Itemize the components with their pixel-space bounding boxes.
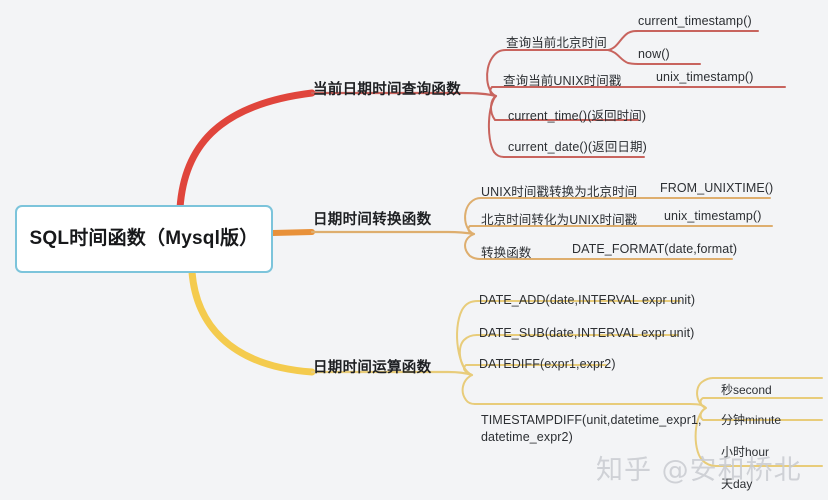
leaf-beijing-to-unix[interactable]: 北京时间转化为UNIX时间戳 — [481, 213, 638, 227]
leaf-current-date[interactable]: current_date()(返回日期) — [508, 140, 647, 154]
connector-yellow-item-4 — [461, 374, 476, 405]
leaf-current-time[interactable]: current_time()(返回时间) — [508, 109, 647, 123]
leaf-timestampdiff[interactable]: TIMESTAMPDIFF(unit,datetime_expr1, datet… — [481, 413, 702, 444]
connector-yellow-item-3 — [463, 364, 473, 376]
connector-yellow-nested-3 — [699, 407, 710, 421]
leaf-query-beijing-time[interactable]: 查询当前北京时间 — [506, 36, 607, 50]
connector-yellow-item-2 — [458, 334, 478, 376]
root-node[interactable]: SQL时间函数（Mysql版） — [15, 205, 273, 273]
connector-branch-orange-underline — [310, 230, 476, 236]
leaf-current-timestamp[interactable]: current_timestamp() — [638, 14, 752, 28]
leaf-unit-minute[interactable]: 分钟minute — [721, 413, 782, 427]
leaf-date-add[interactable]: DATE_ADD(date,INTERVAL expr unit) — [479, 293, 696, 307]
leaf-unix-timestamp-convert-value[interactable]: unix_timestamp() — [664, 209, 762, 223]
leaf-unit-second[interactable]: 秒second — [721, 383, 772, 397]
leaf-date-sub[interactable]: DATE_SUB(date,INTERVAL expr unit) — [479, 326, 695, 340]
connector-yellow-nested-2 — [699, 397, 710, 409]
leaf-datediff[interactable]: DATEDIFF(expr1,expr2) — [479, 357, 616, 371]
connector-root-to-branch-orange — [270, 229, 315, 236]
watermark: 知乎 @安和桥北 — [596, 455, 802, 486]
connector-orange-item-1 — [464, 197, 482, 235]
leaf-from-unixtime-value[interactable]: FROM_UNIXTIME() — [660, 181, 774, 195]
branch-label-datetime-arithmetic[interactable]: 日期时间运算函数 — [313, 360, 432, 376]
connector-yellow-nested-1 — [696, 377, 714, 409]
branch-label-datetime-convert[interactable]: 日期时间转换函数 — [313, 212, 432, 228]
leaf-now[interactable]: now() — [638, 47, 670, 61]
leaf-unit-hour[interactable]: 小时hour — [721, 445, 770, 459]
connector-root-to-branch-red — [176, 89, 316, 212]
leaf-unit-day[interactable]: 天day — [721, 477, 753, 491]
connector-red-item-3 — [490, 95, 503, 121]
branch-label-current-datetime-query[interactable]: 当前日期时间查询函数 — [313, 82, 461, 98]
connector-yellow-item-1 — [456, 300, 479, 376]
leaf-unix-to-beijing[interactable]: UNIX时间戳转换为北京时间 — [481, 185, 638, 199]
leaf-convert-function[interactable]: 转换函数 — [481, 246, 532, 260]
leaf-date-format-value[interactable]: DATE_FORMAT(date,format) — [572, 242, 738, 256]
leaf-query-unix-timestamp[interactable]: 查询当前UNIX时间戳 — [503, 74, 622, 88]
connector-red-item-4 — [488, 95, 505, 158]
connector-red-nested-2 — [607, 49, 639, 65]
root-node-label: SQL时间函数（Mysql版） — [29, 228, 259, 250]
connector-orange-item-2 — [467, 225, 477, 235]
connector-root-to-branch-yellow — [188, 268, 316, 376]
leaf-unix-timestamp-value[interactable]: unix_timestamp() — [656, 70, 754, 84]
connector-red-item-2 — [489, 86, 500, 97]
connector-yellow-item-4-underline — [474, 403, 707, 409]
connector-red-nested-1 — [607, 30, 639, 51]
connector-orange-item-3 — [464, 233, 481, 260]
